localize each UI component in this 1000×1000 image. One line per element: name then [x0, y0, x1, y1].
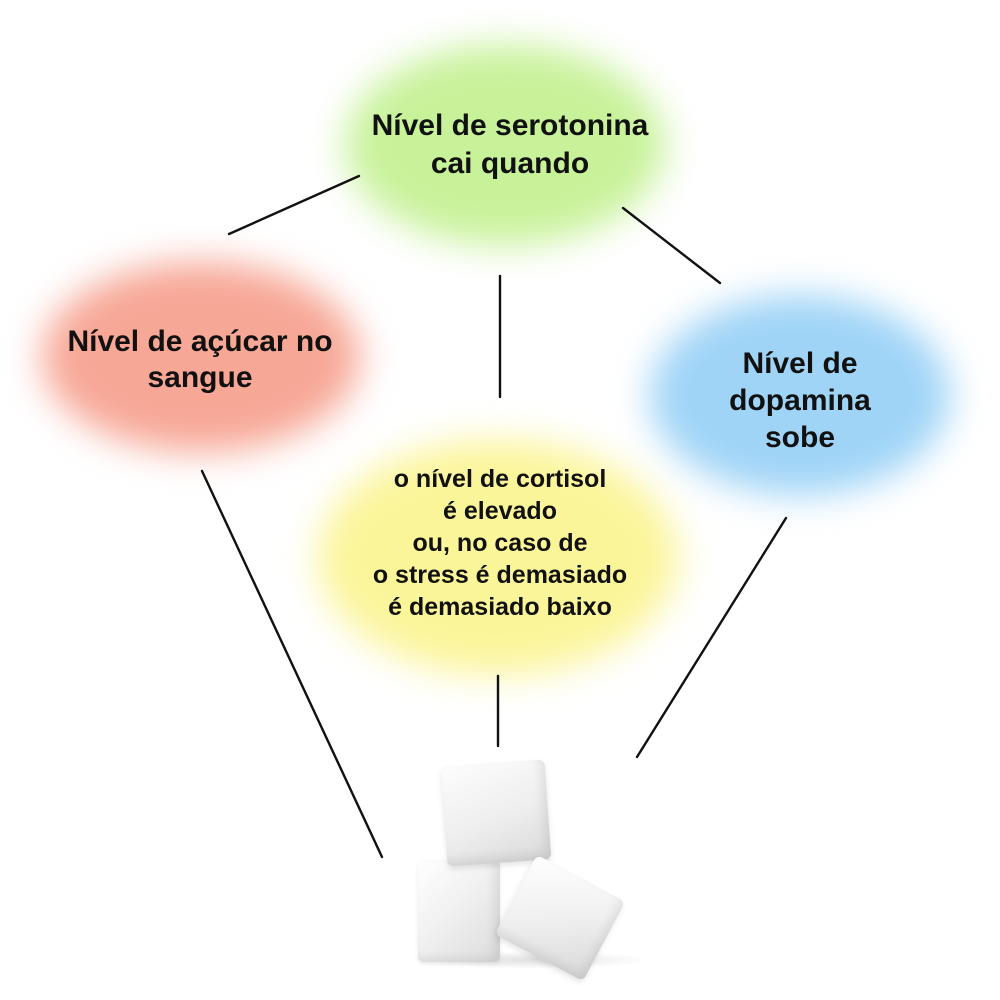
- sugar-cube-bottom-left: [418, 860, 500, 962]
- dopamine-line-1: Nível de: [742, 346, 858, 380]
- blood-sugar-line-1: Nível de açúcar no: [67, 325, 333, 358]
- cortisol-line-2: é elevado: [443, 497, 557, 525]
- serotonin-bubble: [345, 45, 665, 245]
- sugar-cubes-image: [400, 755, 660, 985]
- connector-bloodsugar-serotonin: [227, 174, 361, 236]
- connector-serotonin-dopamine: [621, 206, 722, 285]
- cortisol-bubble: [318, 440, 678, 675]
- serotonin-line-2: cai quando: [430, 147, 590, 180]
- cortisol-line-5: é demasiado baixo: [388, 593, 612, 621]
- blood-sugar-bubble: [42, 262, 360, 452]
- dopamine-label: Nível de dopamina sobe: [680, 340, 920, 460]
- blood-sugar-line-2: sangue: [147, 361, 253, 394]
- serotonin-label: Nível de serotonina cai quando: [330, 90, 690, 200]
- dopamine-line-3: sobe: [764, 420, 836, 454]
- dopamine-line-2: dopamina: [729, 383, 871, 417]
- cortisol-line-4: o stress é demasiado: [372, 561, 628, 589]
- cortisol-line-1: o nível de cortisol: [393, 465, 607, 493]
- blood-sugar-label: Nível de açúcar no sangue: [30, 310, 370, 410]
- sugar-cube-top: [440, 759, 552, 867]
- cortisol-line-3: ou, no caso de: [412, 529, 588, 557]
- serotonin-line-1: Nível de serotonina: [371, 109, 649, 142]
- connector-dopamine-sugar: [635, 516, 788, 759]
- connector-bloodsugar-sugar: [200, 469, 384, 859]
- cortisol-label: o nível de cortisol é elevado ou, no cas…: [320, 458, 680, 628]
- dopamine-bubble: [650, 295, 950, 495]
